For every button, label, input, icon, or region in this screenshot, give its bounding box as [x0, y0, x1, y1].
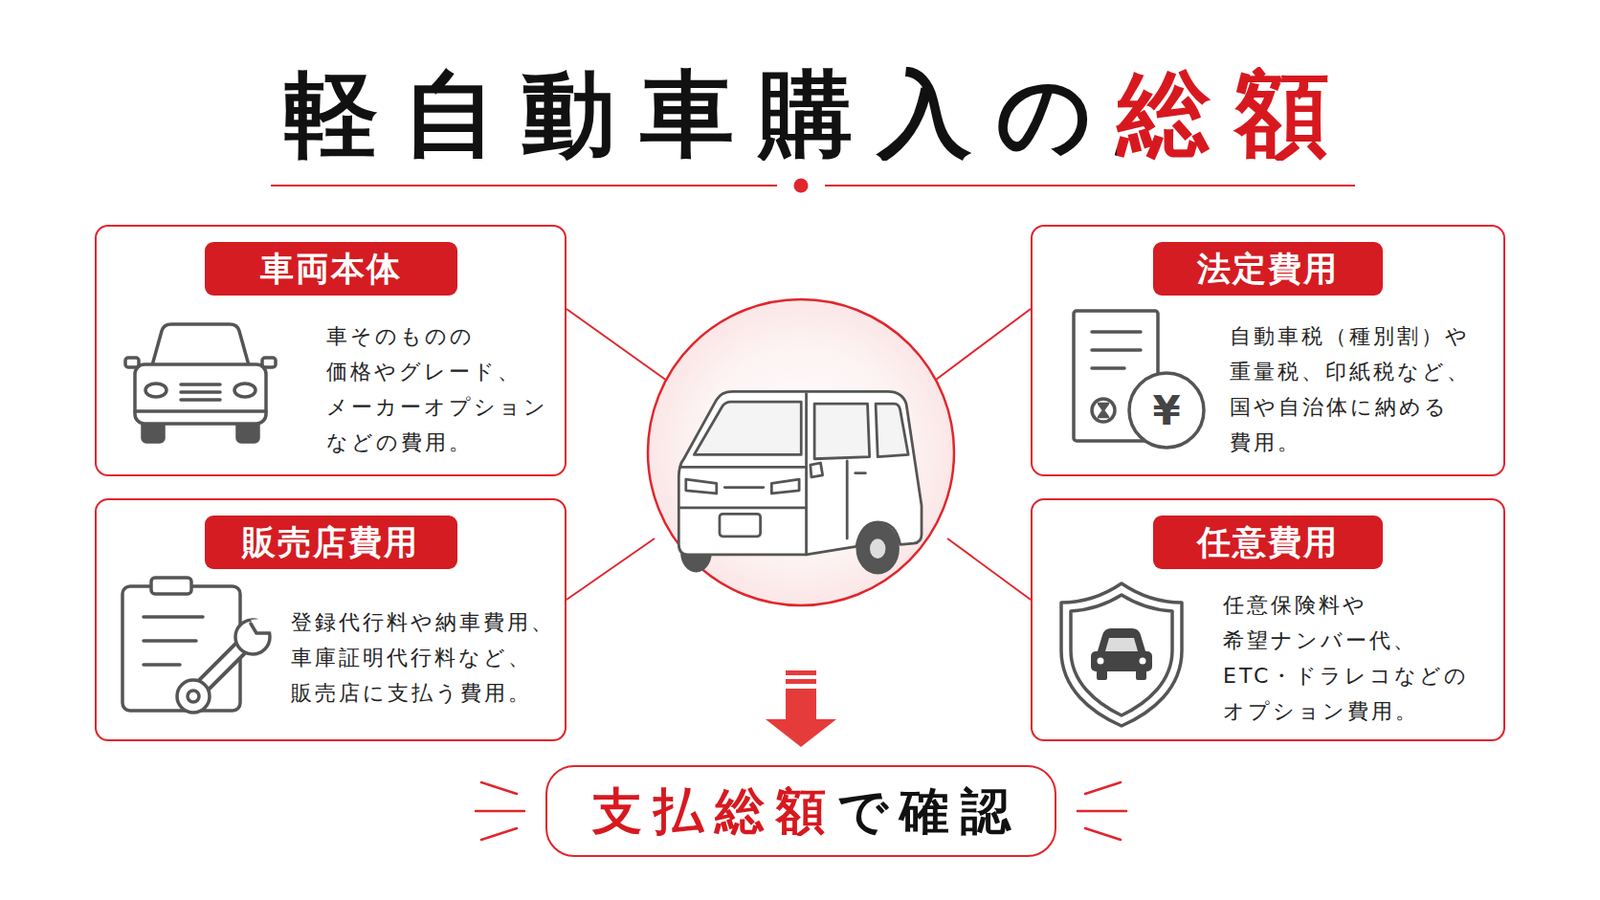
yen-symbol: ¥: [1152, 391, 1180, 432]
kei-van-illustration-part: [857, 524, 899, 574]
clipboard-wrench-icon-part: [177, 680, 210, 713]
title-row: 軽自動車購入の総額: [0, 66, 1600, 161]
tax-document-icon-part: [1129, 373, 1204, 448]
insurance-shield-icon-part-part: [1096, 628, 1147, 655]
clipboard-wrench-icon-part: [143, 615, 203, 620]
kei-van-illustration-part: [680, 466, 806, 469]
kei-van-illustration-part: [771, 479, 800, 494]
kei-van-illustration-part: [855, 471, 867, 475]
tax-document-icon-part: [1091, 399, 1115, 423]
centre-circle: [647, 299, 955, 606]
kei-van-illustration-part: [678, 507, 806, 511]
total-check-text: 支払総額で確認: [592, 786, 1023, 837]
down-arrow-part: [785, 688, 817, 720]
emphasis-strokes-part: [1085, 828, 1121, 841]
insurance-shield-icon-part: [1090, 628, 1153, 681]
car-front-icon-part: [134, 364, 267, 424]
category-badge: 法定費用: [1153, 242, 1383, 296]
insurance-shield-icon-part: [1070, 595, 1173, 716]
car-front-icon-part: [145, 383, 167, 398]
kei-van-illustration-part: [814, 403, 870, 460]
cost-category-box: 法定費用自動車税（種別割）や 重量税、印紙税など、 国や自治体に納める 費用。: [1030, 224, 1506, 477]
clipboard-wrench-icon-part: [250, 623, 268, 634]
car-front-icon-part: [180, 382, 221, 387]
category-description: 登録代行料や納車費用、 車庫証明代行料など、 販売店に支払う費用。: [290, 604, 567, 712]
tax-document-icon: [1073, 311, 1204, 448]
category-description: 車そのものの 価格やグレード、 メーカーオプション などの費用。: [326, 318, 556, 461]
insurance-shield-icon-part: [1061, 583, 1182, 727]
kei-van-illustration-part: [875, 403, 909, 457]
title-underline-part: [270, 184, 778, 187]
emphasis-strokes-part: [481, 828, 517, 841]
title-underline-part: [794, 178, 809, 194]
down-arrow-part: [765, 719, 837, 748]
car-front-icon-part: [234, 383, 256, 398]
tax-document-icon-part: [1091, 330, 1141, 334]
total-box: 支払総額で確認: [545, 765, 1057, 858]
car-front-icon-part: [180, 398, 221, 402]
cost-category-box: 車両本体車そのものの 価格やグレード、 メーカーオプション などの費用。: [94, 224, 567, 477]
insurance-shield-icon-part-part: [1097, 658, 1105, 666]
insurance-shield-icon-part-part: [1090, 651, 1153, 672]
category-badge: 販売店費用: [204, 515, 458, 570]
down-arrow-part: [785, 679, 817, 685]
insurance-shield-icon: [1061, 583, 1182, 727]
cost-category-box: 任意費用任意保険料や 希望ナンバー代、 ETC・ドラレコなどの オプション費用。: [1030, 498, 1506, 742]
kei-van-illustration-part: [868, 537, 888, 560]
emphasis-strokes-part: [481, 782, 517, 795]
car-front-icon-part: [180, 390, 221, 395]
car-front-icon-part: [134, 409, 267, 414]
category-description: 任意保険料や 希望ナンバー代、 ETC・ドラレコなどの オプション費用。: [1222, 587, 1480, 730]
diagram-title: 軽自動車購入の総額: [284, 66, 1355, 161]
spoke-line-part: [566, 538, 655, 600]
kei-van-illustration-part: [804, 394, 808, 556]
clipboard-wrench-icon-part: [151, 577, 192, 595]
kei-van-illustration-part: [845, 461, 849, 539]
emphasis-strokes-part: [475, 810, 525, 814]
kei-van-illustration-part: [678, 391, 922, 556]
spoke-line-part: [566, 309, 674, 386]
kei-van-illustration-part: [719, 513, 761, 536]
clipboard-wrench-icon-part: [143, 639, 197, 644]
cost-category-box: 販売店費用登録代行料や納車費用、 車庫証明代行料など、 販売店に支払う費用。: [94, 498, 567, 742]
spoke-line-part: [928, 309, 1031, 386]
car-front-icon-part: [152, 324, 249, 366]
emphasis-strokes-part: [1077, 810, 1127, 814]
kei-van-illustration: [678, 391, 922, 574]
clipboard-wrench-icon: [122, 577, 272, 713]
tax-document-icon-part: [1098, 403, 1109, 418]
tax-document-icon-part: [1091, 348, 1141, 353]
category-description: 自動車税（種別割）や 重量税、印紙税など、 国や自治体に納める 費用。: [1229, 318, 1490, 461]
clipboard-wrench-icon-part: [250, 618, 272, 634]
kei-van-illustration-part: [686, 479, 717, 494]
kei-van-illustration-part: [810, 463, 823, 478]
clipboard-wrench-icon-part: [187, 690, 200, 703]
kei-van-illustration-part: [724, 486, 764, 489]
title-underline-part: [824, 184, 1356, 187]
spoke-line-part: [947, 538, 1031, 600]
insurance-shield-icon-part-part: [1139, 658, 1147, 666]
category-badge: 任意費用: [1153, 515, 1383, 570]
category-badge: 車両本体: [204, 242, 458, 296]
down-arrow: [765, 670, 837, 748]
tax-document-icon-part: [1091, 366, 1125, 371]
clipboard-wrench-icon-part: [143, 663, 180, 667]
kei-van-illustration-part: [693, 401, 801, 455]
emphasis-strokes-part: [1085, 782, 1121, 795]
title-underline: [270, 178, 1356, 194]
insurance-shield-icon-part-part: [1105, 638, 1138, 652]
car-front-icon: [125, 324, 276, 443]
down-arrow-part: [785, 670, 817, 676]
